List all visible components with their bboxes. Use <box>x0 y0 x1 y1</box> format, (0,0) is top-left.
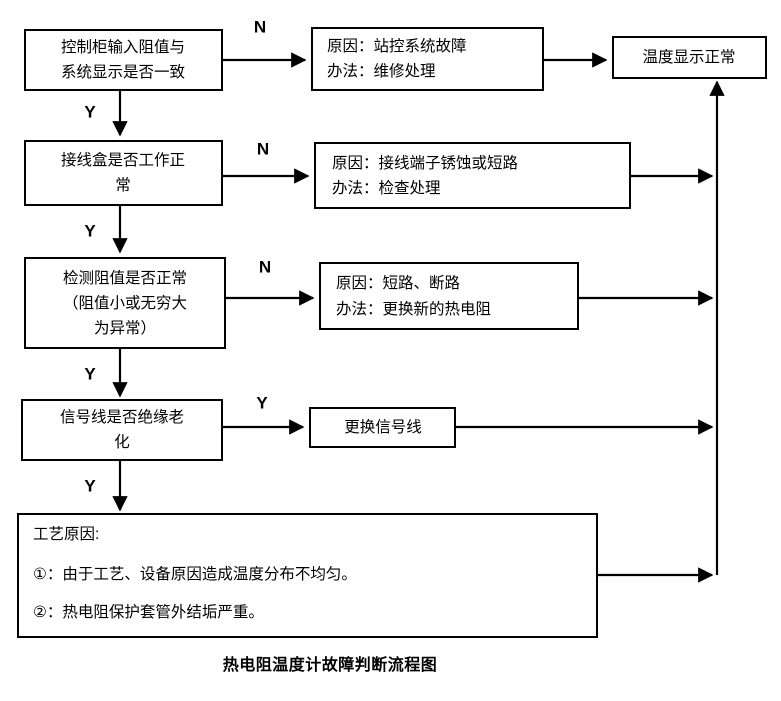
decision-node-4-line-2: 化 <box>114 433 130 451</box>
branch-label-d1-no: N <box>254 17 266 36</box>
cause-node-1-line-1: 原因：站控系统故障 <box>327 37 467 55</box>
diagram-caption: 热电阻温度计故障判断流程图 <box>223 655 438 674</box>
cause-node-4-label: 更换信号线 <box>344 418 422 436</box>
cause-node-2[interactable] <box>314 142 631 209</box>
cause-node-4[interactable] <box>309 407 456 448</box>
branch-label-d4-no: Y <box>256 393 268 412</box>
decision-node-3-line-3: 为异常） <box>94 319 156 337</box>
branch-label-d4-yes: Y <box>84 476 96 495</box>
terminal-node-label: 温度显示正常 <box>642 48 735 66</box>
cause-node-2-line-1: 原因：接线端子锈蚀或短路 <box>332 154 519 172</box>
decision-node-1[interactable] <box>24 29 223 91</box>
branch-label-d2-no: N <box>257 139 269 158</box>
cause-node-1[interactable] <box>311 27 544 91</box>
terminal-node[interactable] <box>612 36 767 79</box>
decision-node-1-line-2: 系统显示是否一致 <box>61 63 186 81</box>
process-reason-node[interactable] <box>17 513 598 638</box>
decision-node-3[interactable] <box>24 257 226 349</box>
branch-label-d2-yes: Y <box>84 221 96 240</box>
cause-node-1-line-2: 办法：维修处理 <box>327 62 436 80</box>
decision-node-3-line-1: 检测阻值是否正常 <box>63 269 187 287</box>
decision-node-1-line-1: 控制柜输入阻值与 <box>61 38 185 56</box>
process-reason-item-1: ①：由于工艺、设备原因造成温度分布不均匀。 <box>33 565 357 583</box>
decision-node-4-line-1: 信号线是否绝缘老 <box>60 408 184 426</box>
decision-node-2[interactable] <box>24 140 223 206</box>
branch-label-d3-yes: Y <box>84 364 96 383</box>
decision-node-2-line-2: 常 <box>115 176 131 194</box>
branch-label-d1-yes: Y <box>84 102 96 121</box>
decision-node-2-line-1: 接线盒是否工作正 <box>61 151 185 169</box>
cause-node-3-line-1: 原因：短路、断路 <box>336 274 461 292</box>
cause-node-3[interactable] <box>319 262 579 330</box>
decision-node-3-line-2: （阻值小或无穷大 <box>63 294 187 312</box>
decision-node-4[interactable] <box>21 399 223 461</box>
process-reason-title: 工艺原因: <box>33 525 99 543</box>
branch-label-d3-no: N <box>259 257 271 276</box>
cause-node-3-line-2: 办法：更换新的热电阻 <box>336 300 491 318</box>
process-reason-item-2: ②：热电阻保护套管外结垢严重。 <box>33 603 264 621</box>
cause-node-2-line-2: 办法：检查处理 <box>332 179 441 197</box>
